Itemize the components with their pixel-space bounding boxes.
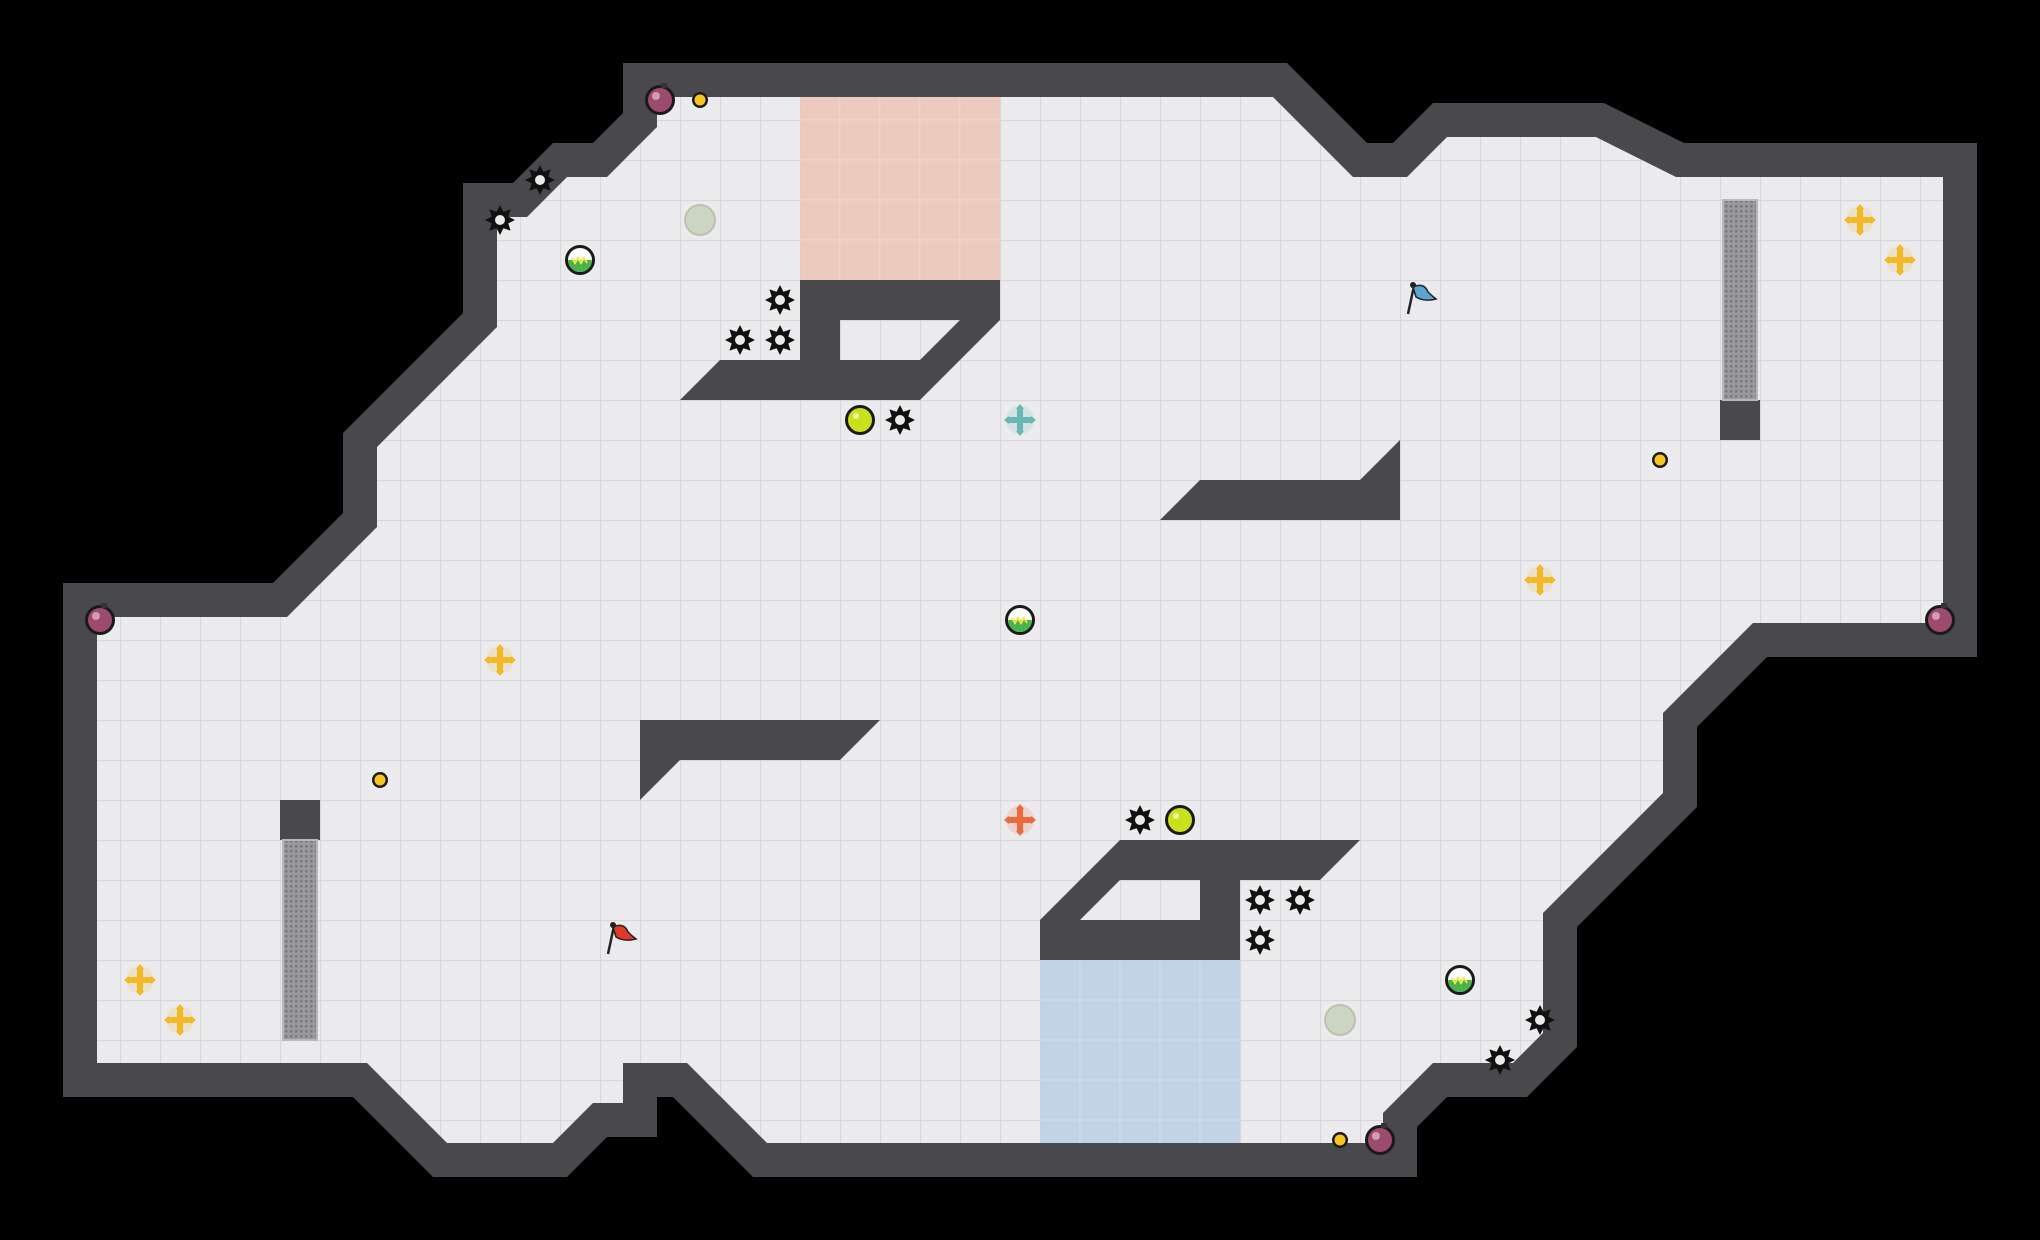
zone-grid-overlay <box>800 80 1240 1160</box>
red-boost-icon <box>1004 804 1036 836</box>
jukejuice-icon <box>1005 605 1035 635</box>
bomb-icon <box>645 83 675 115</box>
speed-boost-icon <box>1884 244 1916 276</box>
wall-left-ramp <box>640 720 880 800</box>
outer-wall <box>63 63 1977 1177</box>
portal-icon <box>684 204 716 236</box>
portal-icon <box>1324 1004 1356 1036</box>
gate-button-icon <box>692 92 708 108</box>
gate-button-icon <box>1332 1132 1348 1148</box>
spike-icon <box>1525 1005 1555 1035</box>
wall-block-left <box>280 800 320 840</box>
jukejuice-icon <box>1445 965 1475 995</box>
spike-icon <box>765 285 795 315</box>
bomb-icon <box>1365 1123 1395 1155</box>
booster-strips <box>282 199 1758 1041</box>
wall-upper-right-ramp <box>1160 440 1400 520</box>
spike-icon <box>765 325 795 355</box>
gate-button-icon <box>372 772 388 788</box>
map-entities <box>85 83 1955 1155</box>
blue-flag-icon <box>1406 282 1438 315</box>
speed-boost-icon <box>484 644 516 676</box>
spike-icon <box>525 165 555 195</box>
speed-boost-icon <box>164 1004 196 1036</box>
booster-strip-left <box>282 839 318 1041</box>
spike-icon <box>1245 885 1275 915</box>
wall-block-right <box>1720 400 1760 440</box>
wall-upper-bracket <box>680 280 1000 400</box>
spike-icon <box>725 325 755 355</box>
powerup-icon <box>845 405 875 435</box>
spike-icon <box>885 405 915 435</box>
bomb-icon <box>85 603 115 635</box>
powerup-icon <box>1165 805 1195 835</box>
speed-boost-icon <box>1524 564 1556 596</box>
inner-walls <box>280 280 1760 960</box>
wall-lower-bracket <box>1040 840 1360 960</box>
spike-icon <box>485 205 515 235</box>
red-flag-icon <box>606 922 638 955</box>
blue-boost-icon <box>1004 404 1036 436</box>
jukejuice-icon <box>565 245 595 275</box>
blue-team-zone <box>1040 960 1240 1160</box>
spike-icon <box>1285 885 1315 915</box>
speed-boost-icon <box>124 964 156 996</box>
bomb-icon <box>1925 603 1955 635</box>
red-team-zone <box>800 80 1000 280</box>
gate-button-icon <box>1652 452 1668 468</box>
spike-icon <box>1485 1045 1515 1075</box>
booster-strip-right <box>1722 199 1758 401</box>
speed-boost-icon <box>1844 204 1876 236</box>
spike-icon <box>1245 925 1275 955</box>
spike-icon <box>1125 805 1155 835</box>
